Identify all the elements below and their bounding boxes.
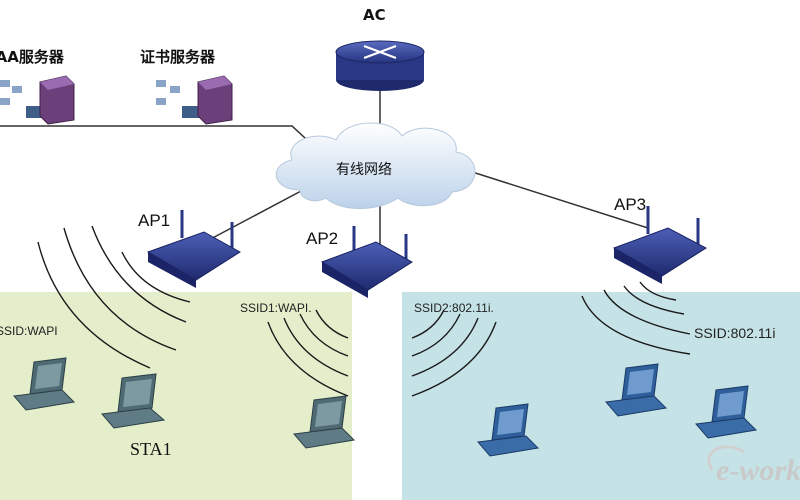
ssid2-label: SSID2:802.11i. <box>414 301 494 315</box>
ap1-icon <box>146 210 241 288</box>
ac-label: AC <box>363 6 386 24</box>
ap1-link <box>204 181 319 243</box>
ap3-link <box>465 169 649 229</box>
laptop-sta-ap2-right <box>477 403 540 457</box>
signal-waves-ap1 <box>37 225 191 369</box>
wired-network-label: 有线网络 <box>336 162 392 178</box>
ap2-icon <box>320 226 413 298</box>
ap2-label: AP2 <box>306 229 339 248</box>
watermark-text: e-works <box>716 454 800 487</box>
ap3-label: AP3 <box>614 195 647 214</box>
laptop-sta-ap3-b <box>695 385 758 439</box>
aaa-server-icon <box>0 75 75 125</box>
laptop-sta1 <box>101 373 166 429</box>
cert-server-label: 证书服务器 <box>140 48 216 66</box>
ssid-right-label: SSID:802.11i <box>694 325 776 341</box>
signal-waves-ap3 <box>581 281 691 355</box>
ssid-left-label: SSID:WAPI <box>0 324 58 338</box>
ssid1-label: SSID1:WAPI. <box>240 301 312 315</box>
laptop-sta-left <box>13 357 76 411</box>
wired-network-cloud <box>275 122 476 209</box>
ap3-icon <box>612 206 707 284</box>
server-link <box>0 125 319 151</box>
cert-server-icon <box>156 75 233 125</box>
laptop-sta-ap2-left <box>293 395 356 449</box>
signal-waves-ap2-right <box>411 309 497 397</box>
ac-router-icon <box>335 40 425 91</box>
sta1-label: STA1 <box>130 439 172 459</box>
aaa-server-label: AAA服务器 <box>0 48 64 66</box>
ap1-label: AP1 <box>138 211 171 230</box>
signal-waves-ap2-left <box>267 309 349 397</box>
laptop-sta-ap3-a <box>605 363 668 417</box>
watermark-logo <box>707 445 745 471</box>
